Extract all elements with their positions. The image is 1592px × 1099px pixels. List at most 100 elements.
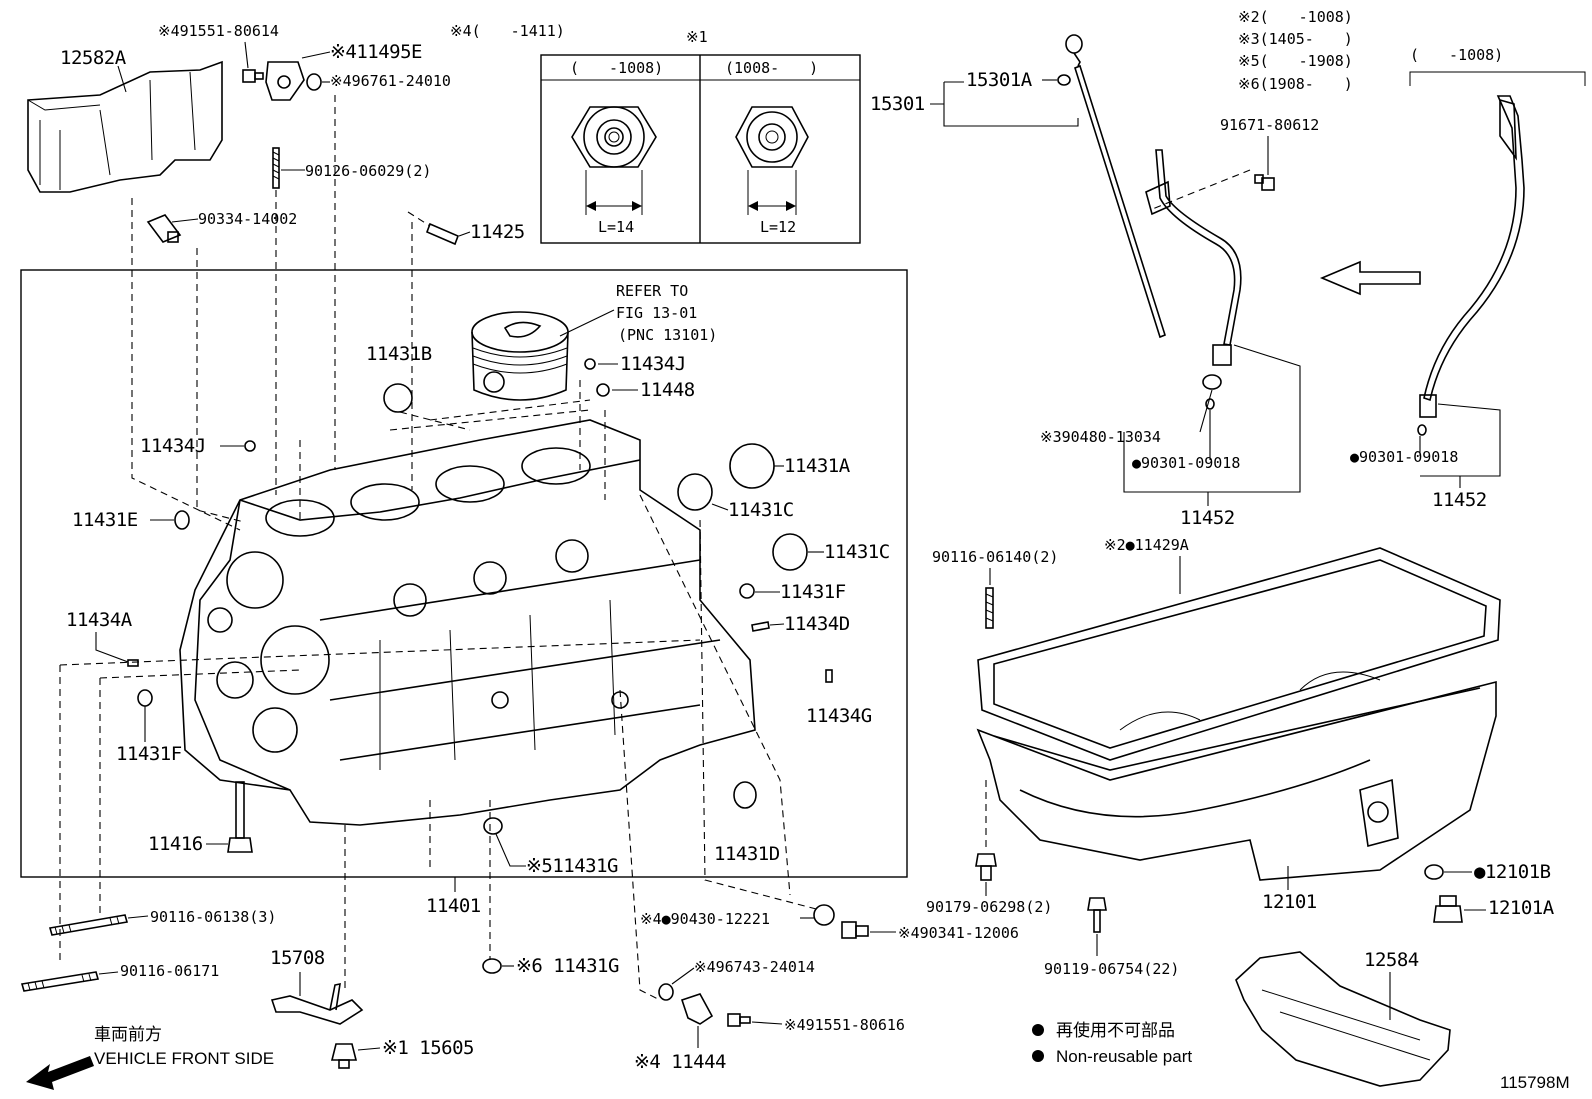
label-11431G-upper: ※511431G: [526, 855, 618, 877]
label-90341-12006: ※490341-12006: [898, 924, 1019, 942]
direction-arrow-icon: [1319, 260, 1421, 296]
plug-90341-icon: [841, 921, 869, 939]
plug-11431E-icon: [174, 510, 190, 530]
bolt-90179-icon: [975, 853, 997, 881]
plug-l14-icon: [571, 106, 657, 215]
stud-90116-06138-icon: [48, 914, 129, 936]
bolt-91551-80614-icon: [242, 69, 264, 83]
note-2-range: ※2( -1008): [1238, 8, 1353, 26]
label-11431D: 11431D: [714, 843, 780, 865]
stud-90116-06140-icon: [985, 587, 994, 629]
diagram-id: 115798M: [1500, 1073, 1570, 1092]
label-91551-80616: ※491551-80616: [784, 1016, 905, 1034]
bolt-91551-80616-icon: [727, 1013, 751, 1027]
label-90119-06754: 90119-06754(22): [1044, 960, 1179, 978]
plug-11431A-icon: [729, 443, 775, 489]
label-90480-13034: ※390480-13034: [1040, 428, 1161, 446]
label-11431C-lower: 11431C: [824, 541, 890, 563]
oil-pan-baffle-12584-icon: [1235, 951, 1451, 1087]
pin-11434G-icon: [825, 669, 833, 683]
label-90126-06029: 90126-06029(2): [305, 162, 431, 180]
pin-11425-icon: [425, 222, 460, 246]
refer-line-3: (PNC 13101): [618, 326, 717, 344]
engine-mount-cover-icon: [27, 60, 223, 193]
stud-90126-icon: [272, 147, 280, 189]
label-90301-right: ●90301-09018: [1350, 448, 1458, 466]
dim-l12: L=12: [760, 218, 796, 236]
bracket-15708-icon: [270, 982, 364, 1025]
plug-15605-icon: [330, 1043, 358, 1069]
note-6-range: ※6(1908- ): [1238, 75, 1353, 93]
cylinder-block-icon: [179, 419, 756, 826]
plug-11431G-upper-icon: [483, 817, 503, 835]
front-arrow-icon: [26, 1056, 94, 1090]
plug-11431C-lower-icon: [772, 533, 808, 571]
label-11448: 11448: [640, 379, 695, 401]
plug-l12-icon: [735, 106, 809, 215]
refer-line-2: FIG 13-01: [616, 304, 697, 322]
dipstick-guide-right-icon: [1419, 95, 1525, 418]
front-label-jp: 車両前方: [94, 1025, 162, 1045]
oil-pan-icon: [976, 671, 1497, 881]
plug-90334-icon: [146, 214, 182, 243]
label-12101: 12101: [1262, 891, 1317, 913]
label-15301: 15301: [870, 93, 925, 115]
pin-11434D-icon: [751, 621, 770, 632]
label-15301A: 15301A: [966, 69, 1033, 91]
note-3-range: ※3(1405- ): [1238, 30, 1353, 48]
label-11416: 11416: [148, 833, 203, 855]
note-4-range: ※4( -1411): [450, 22, 565, 40]
label-11431E: 11431E: [72, 509, 138, 531]
legend-en: Non-reusable part: [1056, 1047, 1192, 1066]
dipstick-icon: [1065, 34, 1166, 339]
front-label-en: VEHICLE FRONT SIDE: [94, 1049, 274, 1068]
bolt-11416-icon: [227, 781, 253, 853]
label-11431F-left: 11431F: [116, 743, 182, 765]
note-box-left-range: ( -1008): [570, 59, 663, 77]
label-11425: 11425: [470, 221, 525, 243]
label-11429A: ※2●11429A: [1104, 536, 1189, 554]
label-12582A: 12582A: [60, 47, 127, 69]
label-11452-left: 11452: [1180, 507, 1235, 529]
pin-11434A-icon: [127, 659, 139, 667]
non-reusable-bullet-icon-2: [1032, 1050, 1044, 1062]
note-box-title: ※1: [686, 28, 708, 46]
plug-11431B-icon: [383, 383, 413, 413]
drain-plug-12101A-icon: [1433, 895, 1463, 923]
label-15708: 15708: [270, 947, 325, 969]
oil-pan-gasket-icon: [977, 547, 1501, 761]
label-11434D: 11434D: [784, 613, 850, 635]
stud-90116-06171-icon: [20, 971, 100, 992]
plug-11431F-right-icon: [739, 583, 755, 599]
non-reusable-bullet-icon: [1032, 1024, 1044, 1036]
oring-96743-icon: [658, 983, 674, 1001]
piston-icon: [471, 311, 569, 401]
alt-range-bracket: [1409, 71, 1586, 86]
label-90179-06298: 90179-06298(2): [926, 898, 1052, 916]
note-5-range: ※5( -1908): [1238, 52, 1353, 70]
label-90116-06171: 90116-06171: [120, 962, 219, 980]
plug-11431C-upper-icon: [677, 473, 713, 511]
bolt-90119-icon: [1087, 897, 1107, 933]
label-11434A: 11434A: [66, 609, 133, 631]
ring-11448-icon: [596, 383, 610, 397]
label-11434J-top: 11434J: [620, 353, 686, 375]
label-11431A: 11431A: [784, 455, 851, 477]
label-96761-24010: ※496761-24010: [330, 72, 451, 90]
gasket-12101B-icon: [1424, 864, 1444, 880]
label-11434J-left: 11434J: [140, 435, 206, 457]
label-11431G-lower: ※6 11431G: [516, 955, 619, 977]
note-box-1: ※1 ( -1008) (1008- ) L=14: [540, 28, 861, 244]
label-11452-right: 11452: [1432, 489, 1487, 511]
oring-90480-icon: [1202, 374, 1222, 390]
label-11444: ※4 11444: [634, 1051, 726, 1073]
label-11431B: 11431B: [366, 343, 432, 365]
alt-range: ( -1008): [1410, 46, 1503, 64]
label-11434G: 11434G: [806, 705, 872, 727]
label-90430-12221: ※4●90430-12221: [640, 910, 770, 928]
label-90116-06140: 90116-06140(2): [932, 548, 1058, 566]
label-11431C-upper: 11431C: [728, 499, 794, 521]
label-91551-80614: ※491551-80614: [158, 22, 279, 40]
label-11495E: ※411495E: [330, 41, 422, 63]
